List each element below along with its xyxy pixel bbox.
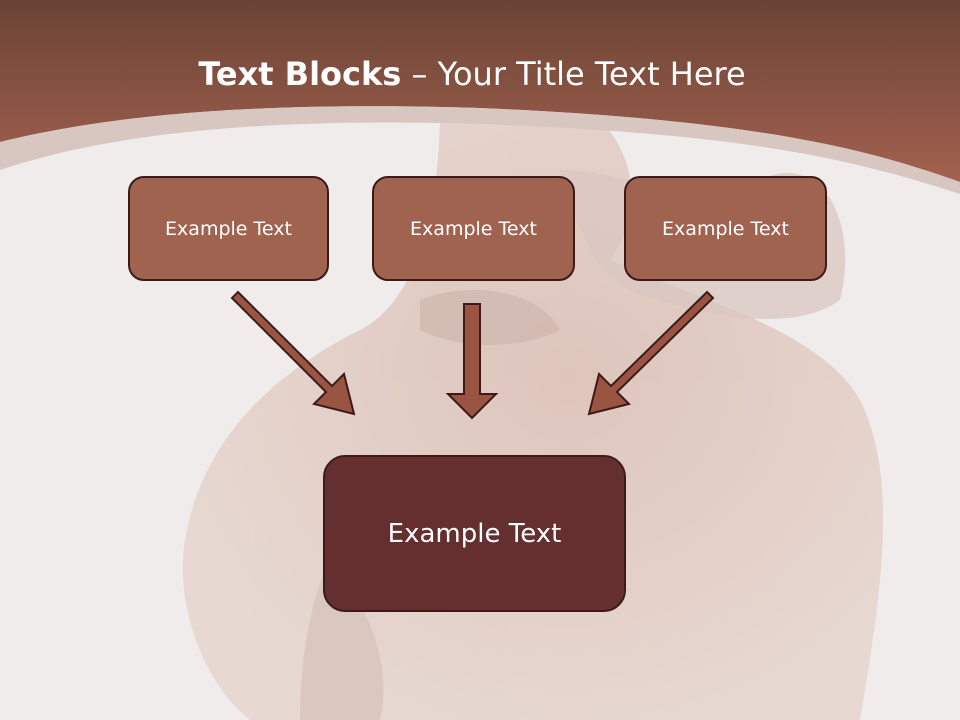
main-text-block-label: Example Text — [387, 518, 562, 549]
title-regular: – Your Title Text Here — [401, 55, 746, 93]
text-block-3-label: Example Text — [662, 217, 789, 240]
text-block-3[interactable]: Example Text — [624, 176, 827, 281]
text-block-2-label: Example Text — [410, 217, 537, 240]
text-block-1-label: Example Text — [165, 217, 292, 240]
arrow-down — [445, 303, 499, 420]
arrow-down-right — [230, 290, 356, 416]
arrow-down-left — [587, 290, 715, 416]
slide-title: Text Blocks – Your Title Text Here — [0, 52, 944, 96]
text-block-2[interactable]: Example Text — [372, 176, 575, 281]
header-band — [0, 0, 960, 182]
text-block-1[interactable]: Example Text — [128, 176, 329, 281]
main-text-block[interactable]: Example Text — [323, 455, 626, 612]
header-swoosh — [0, 106, 960, 194]
title-bold: Text Blocks — [198, 55, 402, 93]
